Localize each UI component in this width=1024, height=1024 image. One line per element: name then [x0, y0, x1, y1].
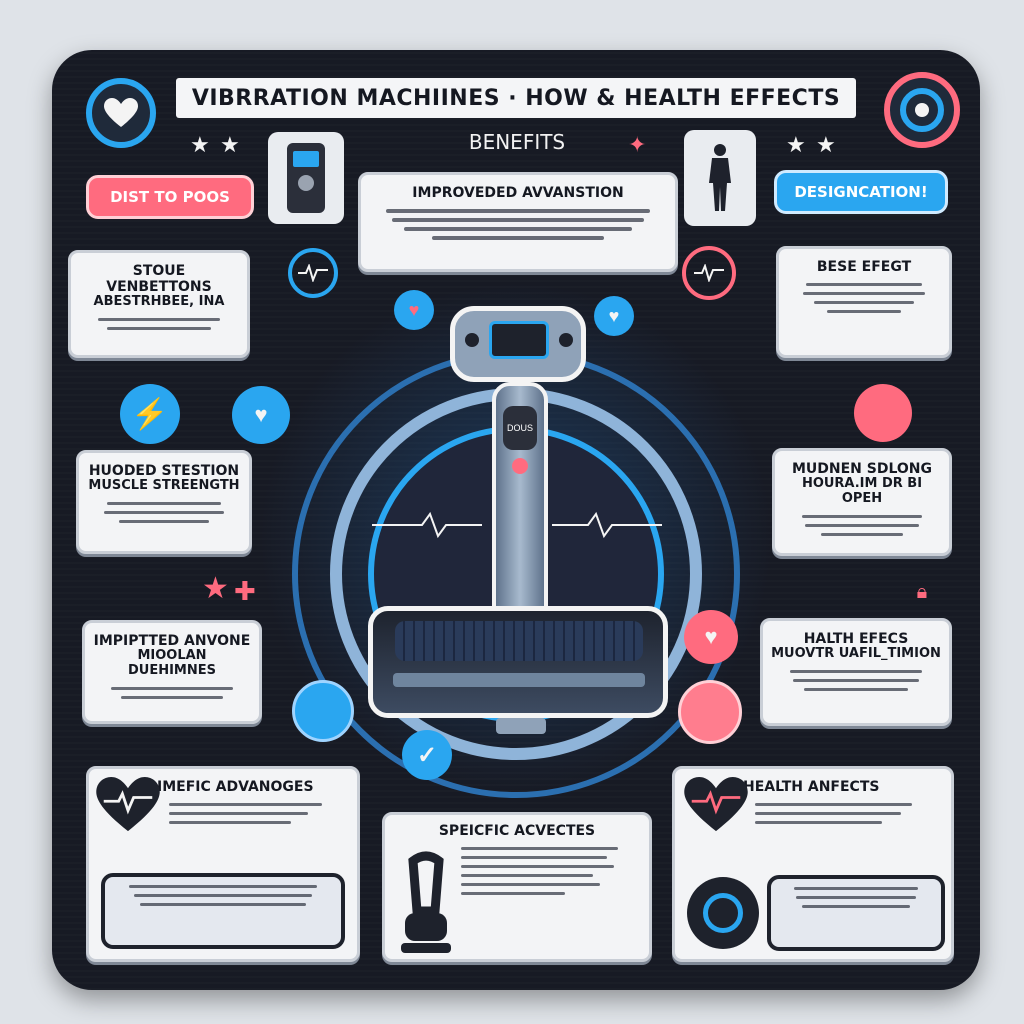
card-title-line2: MIOOLAN DUEHIMNES: [127, 648, 216, 679]
card-title: BESE EFEGT: [816, 259, 912, 275]
card-title-line2: MUSCLE STREENGTH: [88, 478, 240, 494]
remote-icon: [268, 132, 344, 224]
card-title-line1: HALTH EFECS: [803, 631, 909, 647]
section-subtitle: BENEFITS: [468, 130, 566, 154]
pulse-line-right: [552, 511, 662, 539]
card-title-line1: HUODED STESTION: [88, 463, 240, 479]
card-bottom-right: HEALTH ANFECTS: [672, 766, 954, 962]
card-title-line1: STOUE VENBETTONS: [106, 263, 212, 296]
star-icon: ★: [190, 132, 210, 157]
card-top-center: IMPROVEDED AVVANSTION: [358, 172, 678, 272]
star-icon: ★: [786, 132, 806, 157]
heartbeat-icon: [682, 246, 736, 300]
vibration-machine-illustration: DOUS: [368, 306, 668, 746]
star-icon: ★: [816, 132, 836, 157]
card-title: IMEFIC ADVANOGES: [157, 779, 314, 795]
globe-icon: [854, 384, 912, 442]
globe-icon: [678, 680, 742, 744]
star-icon: ✚: [234, 576, 256, 606]
heartbeat-icon: [288, 248, 338, 298]
star-icon: ★: [202, 572, 229, 605]
heart-icon: ♥: [232, 386, 290, 444]
lightning-icon: ⚡: [120, 384, 180, 444]
globe-icon: [292, 680, 354, 742]
card-title: IMPROVEDED AVVANSTION: [412, 185, 624, 201]
card-left-2: HUODED STESTION MUSCLE STREENGTH: [76, 450, 252, 554]
heart-icon: ♥: [394, 290, 434, 330]
tag-pill-right[interactable]: DESIGNCATION!: [774, 170, 948, 214]
card-title-line2: HOURA.IM DR BI OPEH: [801, 476, 923, 507]
text-panel: [767, 875, 945, 951]
card-title-line1: IMPIPTTED ANVONE: [93, 633, 251, 649]
card-right-2: MUDNEN SDLONG HOURA.IM DR BI OPEH: [772, 448, 952, 556]
target-icon: [884, 72, 960, 148]
heart-icon: [95, 777, 161, 838]
camera-icon: [687, 877, 759, 949]
star-icon: ★: [220, 132, 240, 157]
star-icon: ✦: [628, 132, 647, 157]
card-left-3: IMPIPTTED ANVONE MIOOLAN DUEHIMNES: [82, 620, 262, 724]
check-icon: ✓: [402, 730, 452, 780]
infographic-board: VIBRRATION MACHIINES · HOW & HEALTH EFFE…: [52, 50, 980, 990]
card-right-1: BESE EFEGT: [776, 246, 952, 358]
lock-icon: 🔒︎: [916, 580, 928, 603]
body-figure-icon: [684, 130, 756, 226]
card-title: SPEICFIC ACVECTES: [438, 823, 596, 839]
heart-icon: ♥: [594, 296, 634, 336]
text-panel: [101, 873, 345, 949]
card-title-line2: ABESTRHBEE, INA: [93, 294, 225, 310]
tag-pill-left[interactable]: DIST TO POOS: [86, 175, 254, 219]
heart-icon: [683, 777, 749, 838]
card-title-line1: MUDNEN SDLONG: [791, 461, 933, 477]
card-bottom-center: SPEICFIC ACVECTES: [382, 812, 652, 962]
card-title-line2: MUOVTR UAFIL_TIMION: [771, 646, 941, 662]
card-right-3: HALTH EFECS MUOVTR UAFIL_TIMION: [760, 618, 952, 726]
machine-label: DOUS: [503, 406, 537, 450]
heart-icon: [86, 78, 156, 148]
card-left-1: STOUE VENBETTONS ABESTRHBEE, INA: [68, 250, 250, 358]
heart-icon: ♥: [684, 610, 738, 664]
card-bottom-left: IMEFIC ADVANOGES: [86, 766, 360, 962]
kettlebell-icon: [399, 851, 453, 960]
page-title: VIBRRATION MACHIINES · HOW & HEALTH EFFE…: [176, 78, 856, 118]
card-title: HEALTH ANFECTS: [743, 779, 880, 795]
pulse-line-left: [372, 511, 482, 539]
